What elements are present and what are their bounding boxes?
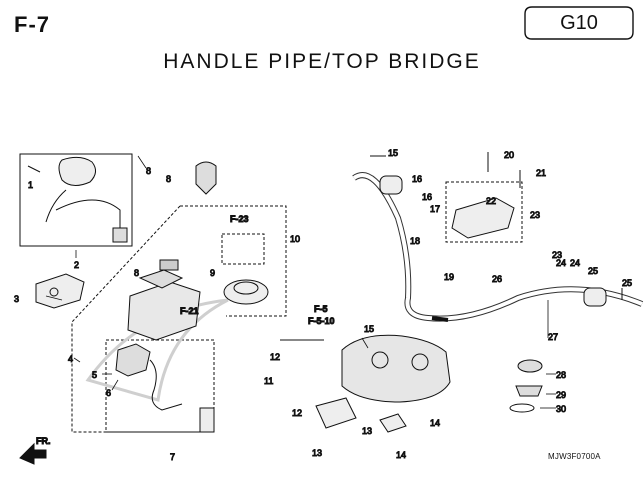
pipe-holder-upper-right bbox=[583, 287, 607, 307]
harness-wire bbox=[45, 189, 121, 230]
callout-8a: 8 bbox=[166, 174, 171, 184]
callout-19: 15 bbox=[364, 324, 374, 334]
top-bridge-19 bbox=[341, 334, 451, 403]
callout-29: 7 bbox=[170, 452, 175, 462]
callout-24a: 20 bbox=[504, 150, 514, 160]
callout-25b: 25 bbox=[622, 278, 632, 288]
f23-dashed-box bbox=[221, 233, 265, 265]
callout-8c: 9 bbox=[210, 268, 215, 278]
callout-22: 11 bbox=[264, 376, 273, 386]
ref-f21: F-21 bbox=[180, 306, 199, 316]
honda-wing-watermark bbox=[85, 298, 229, 402]
callout-14a: 19 bbox=[444, 272, 454, 282]
clamp-part-10 bbox=[379, 413, 407, 433]
callout-7: 12 bbox=[292, 408, 302, 418]
switch-housing bbox=[58, 156, 96, 186]
callout-14b: 26 bbox=[492, 274, 502, 284]
callout-18: 13 bbox=[312, 448, 322, 458]
callout-6: 3 bbox=[14, 294, 19, 304]
ref-f5: F-5 bbox=[314, 304, 328, 314]
callout-9: 8 bbox=[146, 166, 151, 176]
callout-30: 14 bbox=[396, 450, 406, 460]
bolts bbox=[280, 152, 623, 341]
callout-1: 2 bbox=[74, 260, 79, 270]
fuel-cap bbox=[223, 279, 269, 305]
front-arrow-icon bbox=[19, 442, 47, 465]
callouts: 1 2 3 4 5 6 7 8 8 8 9 10 11 12 12 13 13 … bbox=[14, 148, 633, 463]
holder-assembly-17 bbox=[445, 181, 523, 243]
callout-12a: 16 bbox=[412, 174, 422, 184]
callout-15a: 17 bbox=[430, 204, 440, 214]
callout-17: 23 bbox=[530, 210, 540, 220]
page-title: HANDLE PIPE/TOP BRIDGE bbox=[163, 50, 481, 73]
callout-20: 28 bbox=[556, 370, 566, 380]
callout-12b: 25 bbox=[588, 266, 598, 276]
page-code-badge: G10 bbox=[524, 6, 634, 40]
callout-16a: 16 bbox=[422, 192, 432, 202]
ref-f23: F-23 bbox=[230, 214, 249, 224]
ignition-switch bbox=[127, 259, 201, 341]
callout-21: 22 bbox=[486, 196, 496, 206]
key-part-9 bbox=[195, 161, 217, 195]
callout-27: 30 bbox=[556, 404, 566, 414]
tie-strap bbox=[27, 165, 41, 173]
seat-lock bbox=[115, 343, 215, 433]
harness-box bbox=[19, 153, 133, 247]
callout-11: 27 bbox=[548, 332, 558, 342]
ignition-set bbox=[71, 205, 287, 433]
callout-24b: 21 bbox=[536, 168, 546, 178]
callout-25a: 15 bbox=[388, 148, 398, 158]
section-id: F-7 bbox=[14, 12, 50, 37]
callout-23b: 14 bbox=[430, 418, 440, 428]
leader-lines bbox=[45, 155, 556, 409]
callout-3: 10 bbox=[290, 234, 300, 244]
callout-5: 5 bbox=[92, 370, 97, 380]
front-label: FR. bbox=[36, 436, 51, 446]
stem-nut-stack bbox=[509, 359, 543, 413]
bracket-part-6 bbox=[35, 273, 85, 309]
callout-8b: 8 bbox=[134, 268, 139, 278]
callout-4: 4 bbox=[68, 354, 73, 364]
callout-23a: 12 bbox=[270, 352, 280, 362]
figure-code: MJW3F0700A bbox=[548, 452, 601, 461]
handle-pipe bbox=[352, 172, 644, 322]
ref-f510: F-5-10 bbox=[308, 316, 335, 326]
callout-2: 1 bbox=[28, 180, 33, 190]
switch-harness-group bbox=[19, 153, 133, 247]
callout-16b: 24 bbox=[570, 258, 580, 268]
callout-15b: 24 bbox=[556, 258, 566, 268]
callout-28: 6 bbox=[106, 388, 111, 398]
bracket-part-7 bbox=[315, 397, 357, 429]
callout-26: 29 bbox=[556, 390, 566, 400]
reference-tags: F-23 F-21 F-5 F-5-10 bbox=[180, 214, 336, 327]
callout-10: 13 bbox=[362, 426, 372, 436]
pipe-holder-upper-left bbox=[379, 175, 403, 195]
page-code-text: G10 bbox=[560, 12, 598, 34]
connector-plug bbox=[112, 227, 128, 243]
page-code-frame bbox=[524, 6, 634, 40]
callout-13b: 23 bbox=[552, 250, 562, 260]
callout-13a: 18 bbox=[410, 236, 420, 246]
